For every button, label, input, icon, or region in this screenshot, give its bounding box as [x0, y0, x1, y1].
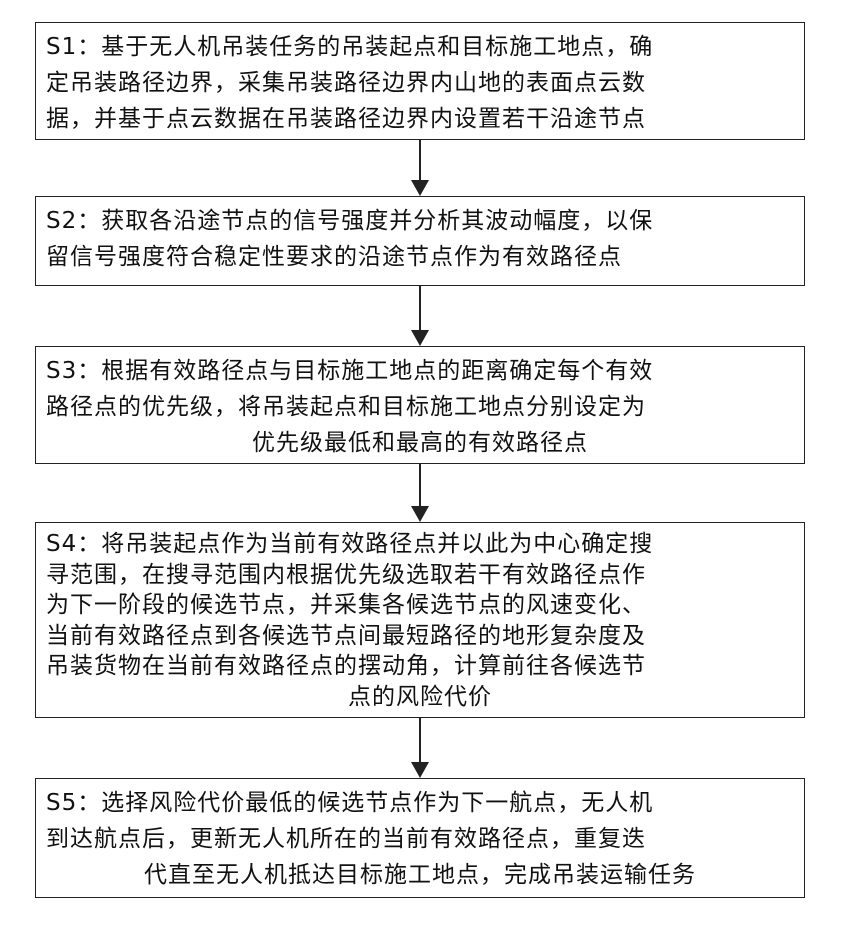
- arrow-s1-s2: [411, 140, 429, 196]
- arrow-line: [419, 140, 421, 182]
- step-s3-line-1: S3：根据有效路径点与目标施工地点的距离确定每个有效: [46, 353, 794, 389]
- arrow-head: [411, 762, 429, 778]
- arrow-line: [419, 464, 421, 508]
- arrow-line: [419, 286, 421, 332]
- step-s4-line-1: S4：将吊装起点作为当前有效路径点并以此为中心确定搜: [46, 529, 794, 560]
- step-s1-line-3: 据，并基于点云数据在吊装路径边界内设置若干沿途节点: [46, 101, 794, 137]
- step-s1-line-2: 定吊装路径边界，采集吊装路径边界内山地的表面点云数: [46, 65, 794, 101]
- step-s4-line-6: 点的风险代价: [46, 682, 794, 713]
- step-s3-line-2: 路径点的优先级，将吊装起点和目标施工地点分别设定为: [46, 389, 794, 425]
- step-s5-line-3: 代直至无人机抵达目标施工地点，完成吊装运输任务: [46, 857, 794, 893]
- step-s4-line-4: 当前有效路径点到各候选节点间最短路径的地形复杂度及: [46, 621, 794, 652]
- step-s4-line-3: 为下一阶段的候选节点，并采集各候选节点的风速变化、: [46, 590, 794, 621]
- arrow-s3-s4: [411, 464, 429, 522]
- arrow-head: [411, 330, 429, 346]
- step-s5-line-1: S5：选择风险代价最低的候选节点作为下一航点，无人机: [46, 785, 794, 821]
- step-s5-box: S5：选择风险代价最低的候选节点作为下一航点，无人机 到达航点后，更新无人机所在…: [35, 778, 805, 898]
- step-s2-line-2: 留信号强度符合稳定性要求的沿途节点作为有效路径点: [46, 239, 794, 275]
- step-s2-box: S2：获取各沿途节点的信号强度并分析其波动幅度，以保 留信号强度符合稳定性要求的…: [35, 196, 805, 286]
- step-s1-box: S1：基于无人机吊装任务的吊装起点和目标施工地点，确 定吊装路径边界，采集吊装路…: [35, 22, 805, 140]
- step-s1-line-1: S1：基于无人机吊装任务的吊装起点和目标施工地点，确: [46, 29, 794, 65]
- arrow-s2-s3: [411, 286, 429, 346]
- step-s3-box: S3：根据有效路径点与目标施工地点的距离确定每个有效 路径点的优先级，将吊装起点…: [35, 346, 805, 464]
- arrow-line: [419, 718, 421, 764]
- step-s2-line-1: S2：获取各沿途节点的信号强度并分析其波动幅度，以保: [46, 203, 794, 239]
- step-s5-line-2: 到达航点后，更新无人机所在的当前有效路径点，重复迭: [46, 821, 794, 857]
- step-s4-line-2: 寻范围，在搜寻范围内根据优先级选取若干有效路径点作: [46, 560, 794, 591]
- step-s4-line-5: 吊装货物在当前有效路径点的摆动角，计算前往各候选节: [46, 651, 794, 682]
- step-s4-box: S4：将吊装起点作为当前有效路径点并以此为中心确定搜 寻范围，在搜寻范围内根据优…: [35, 522, 805, 718]
- arrow-s4-s5: [411, 718, 429, 778]
- arrow-head: [411, 506, 429, 522]
- step-s3-line-3: 优先级最低和最高的有效路径点: [46, 425, 794, 461]
- arrow-head: [411, 180, 429, 196]
